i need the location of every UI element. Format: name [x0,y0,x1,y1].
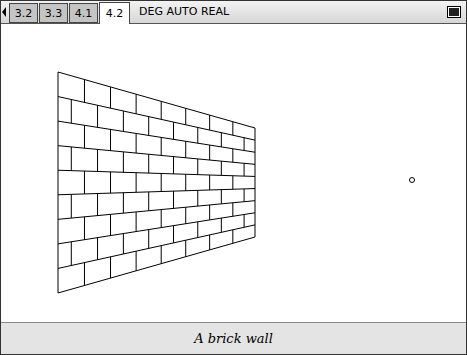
point [410,178,415,183]
page-caption: A brick wall [0,331,467,346]
mode-status: DEG AUTO REAL [139,5,229,18]
tab-bar-border [0,23,467,24]
tab-label: 3.2 [15,7,33,20]
page-tab: 3.2 [9,3,38,23]
battery-icon [448,7,461,18]
scroll-arrow [2,7,6,17]
tab-label: 3.3 [45,7,63,20]
page-tab: 4.1 [69,3,98,23]
caption-bar-border [0,322,467,323]
page-tab: 3.3 [39,3,68,23]
brick-wall [58,72,255,293]
caption-bar [0,322,467,355]
tab-label: 4.2 [106,7,124,20]
tab-label: 4.1 [75,7,93,20]
tab-bar [0,0,467,23]
active-tab: 4.2 [99,2,130,24]
